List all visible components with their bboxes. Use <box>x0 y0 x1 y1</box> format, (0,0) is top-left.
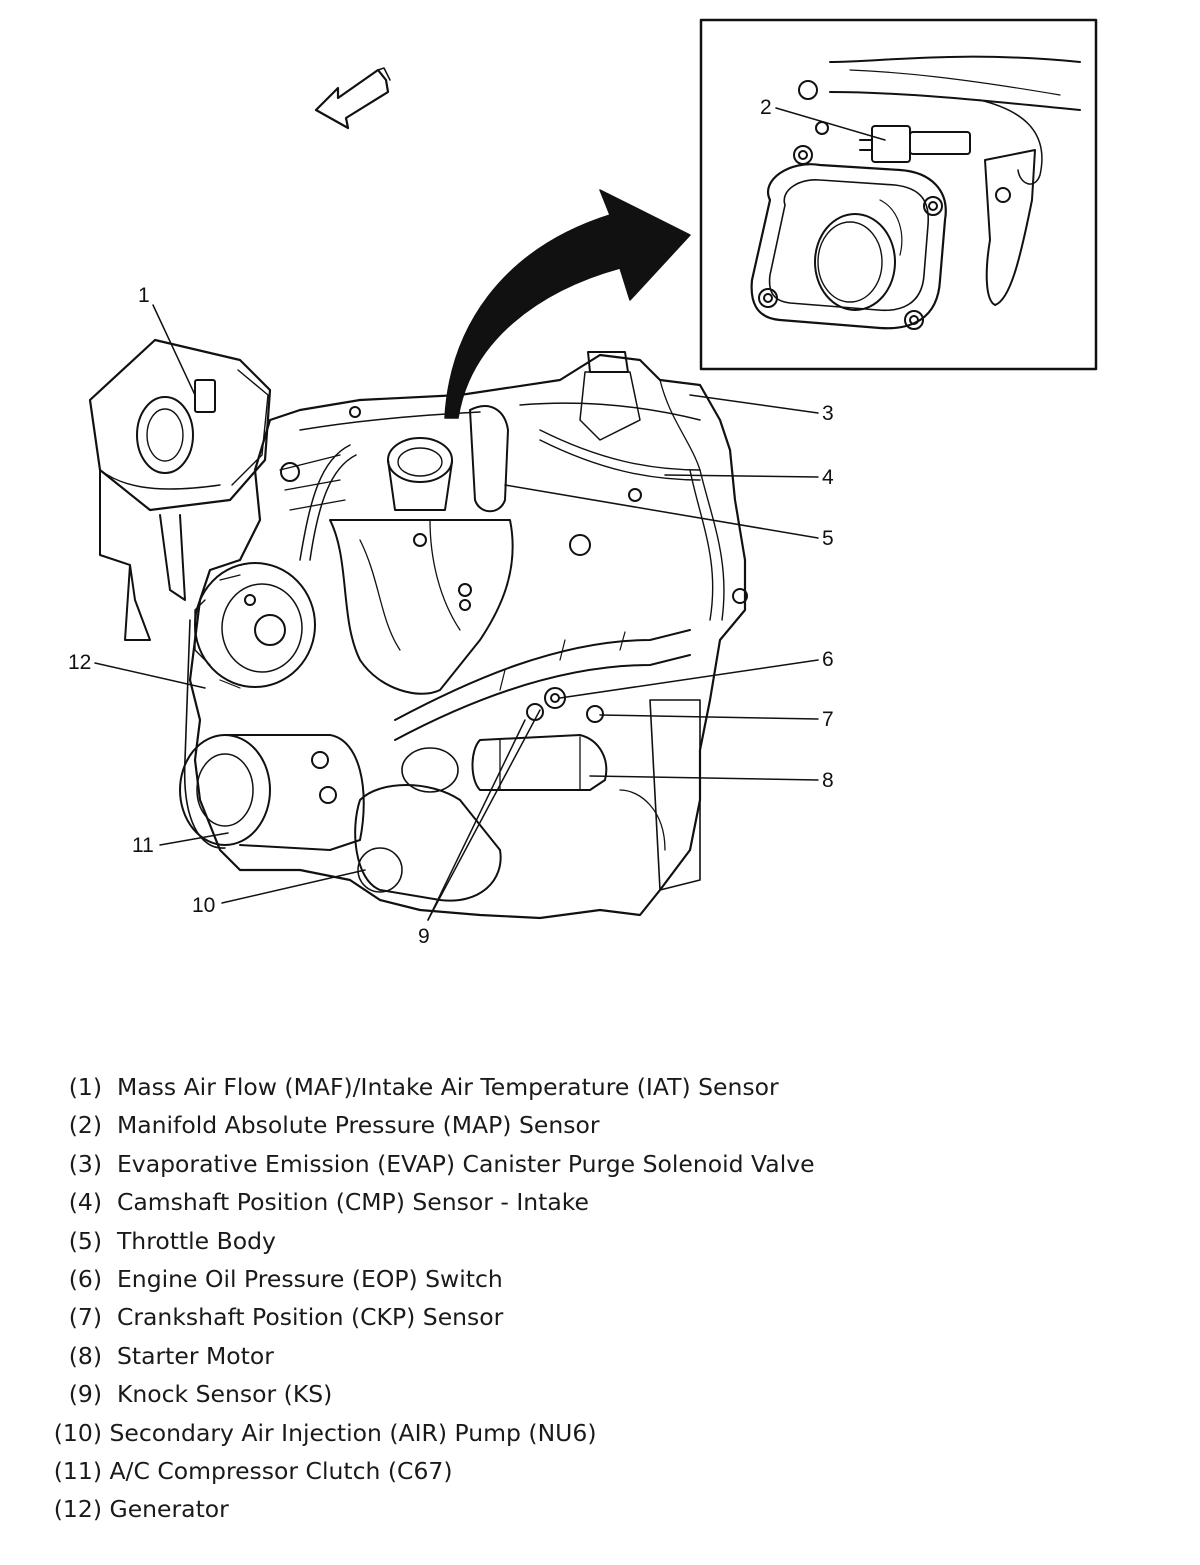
legend-text: Engine Oil Pressure (EOP) Switch <box>116 1264 503 1293</box>
engine-diagram: 1 2 3 4 5 6 7 8 9 10 11 12 <box>68 18 1098 948</box>
legend-num: (10) <box>53 1418 102 1447</box>
callout-leaders <box>94 107 886 921</box>
legend-text: Starter Motor <box>116 1341 274 1370</box>
legend-num: (1) <box>68 1073 102 1101</box>
legend-text: Manifold Absolute Pressure (MAP) Sensor <box>116 1111 600 1140</box>
legend-item: (11) A/C Compressor Clutch (C67) <box>40 1452 1160 1490</box>
callout-numbers: 1 2 3 4 5 6 7 8 9 10 11 12 <box>68 96 834 948</box>
callout-7: 7 <box>822 708 834 731</box>
legend-text: Generator <box>109 1495 229 1524</box>
map-sensor-inset <box>699 18 1098 371</box>
legend-text: Crankshaft Position (CKP) Sensor <box>116 1303 504 1332</box>
callout-8: 8 <box>822 769 834 792</box>
callout-6: 6 <box>822 648 834 671</box>
legend-text: Secondary Air Injection (AIR) Pump (NU6) <box>109 1418 597 1447</box>
callout-11: 11 <box>132 834 154 857</box>
legend-num: (12) <box>53 1495 102 1524</box>
legend-item: (6) Engine Oil Pressure (EOP) Switch <box>40 1260 1160 1298</box>
callout-2: 2 <box>760 96 772 119</box>
legend-text: Throttle Body <box>116 1226 276 1255</box>
callout-1: 1 <box>138 284 150 307</box>
curved-arrow-icon <box>444 189 691 419</box>
legend-num: (2) <box>68 1111 102 1140</box>
legend-item: (2) Manifold Absolute Pressure (MAP) Sen… <box>40 1106 1160 1144</box>
legend-num: (4) <box>68 1188 102 1217</box>
legend-num: (3) <box>68 1149 102 1178</box>
legend-num: (6) <box>68 1264 102 1293</box>
callout-12: 12 <box>68 651 91 674</box>
legend-text: Mass Air Flow (MAF)/Intake Air Temperatu… <box>116 1073 779 1101</box>
legend-item: (4) Camshaft Position (CMP) Sensor - Int… <box>40 1183 1160 1221</box>
orientation-arrow-icon <box>314 67 391 130</box>
legend-num: (9) <box>68 1380 102 1409</box>
legend-item: (1) Mass Air Flow (MAF)/Intake Air Tempe… <box>40 1068 1160 1106</box>
legend-item: (5) Throttle Body <box>40 1222 1160 1260</box>
engine-block <box>179 351 748 920</box>
legend-text: Evaporative Emission (EVAP) Canister Pur… <box>116 1149 815 1178</box>
parts-legend: (1) Mass Air Flow (MAF)/Intake Air Tempe… <box>40 1068 1160 1529</box>
legend-text: Knock Sensor (KS) <box>116 1380 333 1409</box>
callout-4: 4 <box>822 466 834 489</box>
callout-5: 5 <box>822 527 834 550</box>
legend-item: (10) Secondary Air Injection (AIR) Pump … <box>40 1414 1160 1452</box>
legend-num: (11) <box>53 1456 102 1485</box>
legend-item: (12) Generator <box>40 1490 1160 1528</box>
air-box-maf <box>88 338 272 641</box>
callout-3: 3 <box>822 402 834 425</box>
legend-text: Camshaft Position (CMP) Sensor - Intake <box>116 1188 590 1217</box>
legend-item: (8) Starter Motor <box>40 1337 1160 1375</box>
callout-9: 9 <box>418 925 430 948</box>
legend-item: (3) Evaporative Emission (EVAP) Canister… <box>40 1145 1160 1183</box>
legend-text: A/C Compressor Clutch (C67) <box>109 1456 453 1485</box>
legend-item: (7) Crankshaft Position (CKP) Sensor <box>40 1298 1160 1336</box>
legend-num: (8) <box>68 1341 102 1370</box>
legend-num: (7) <box>68 1303 102 1332</box>
callout-10: 10 <box>192 894 215 917</box>
legend-num: (5) <box>68 1226 102 1255</box>
legend-item: (9) Knock Sensor (KS) <box>40 1375 1160 1413</box>
